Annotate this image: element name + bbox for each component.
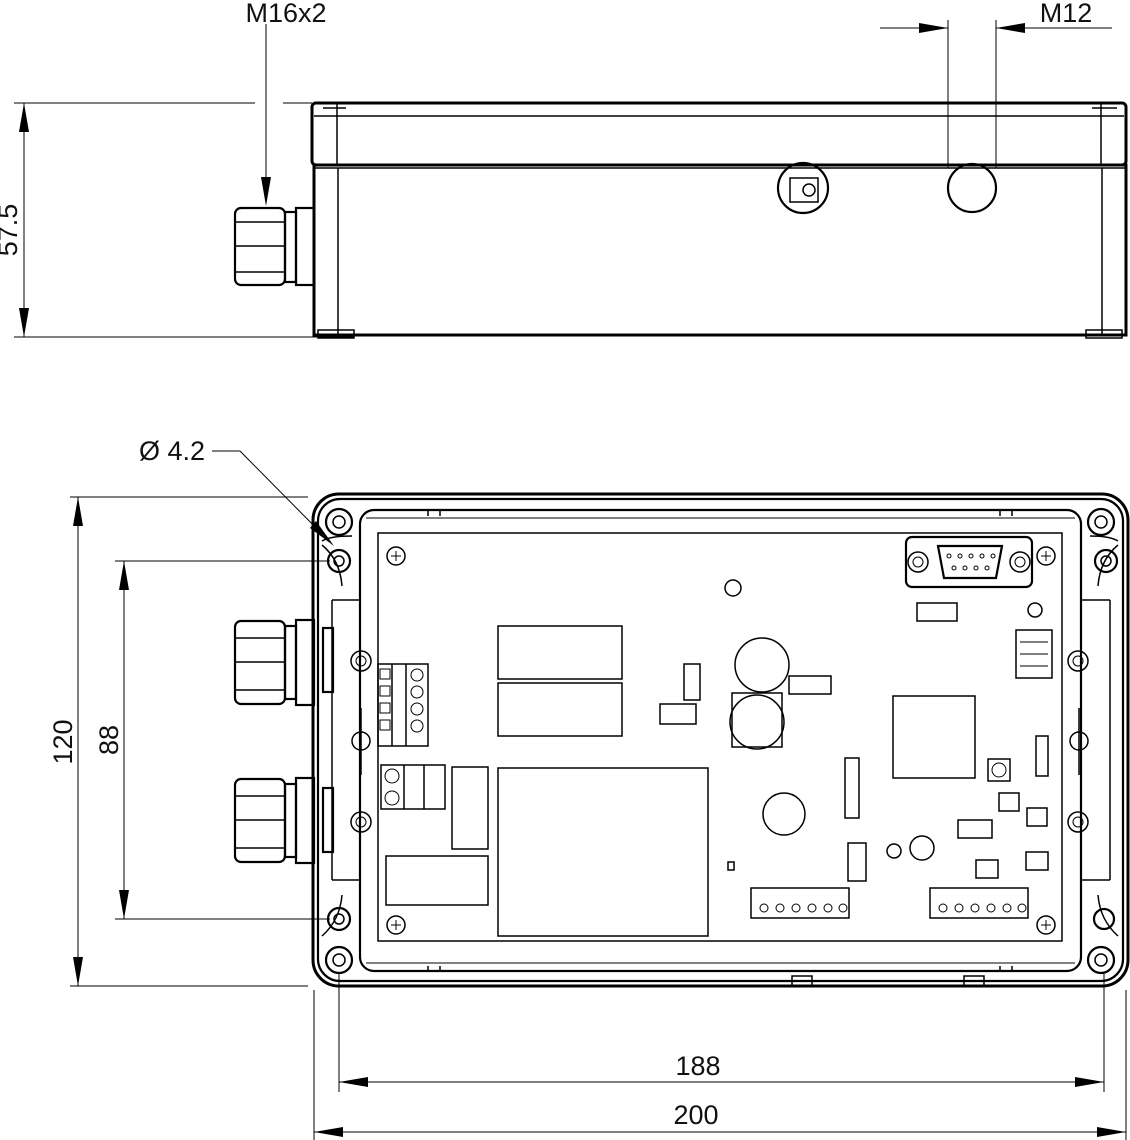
terminal-blocks <box>377 663 1029 919</box>
m12-connector <box>946 162 998 214</box>
housing-outer <box>311 492 1130 988</box>
housing-inner <box>358 508 1083 973</box>
side-view <box>14 20 1128 339</box>
side-view-lid <box>310 101 1128 167</box>
label-m16x2: M16x2 <box>245 0 326 28</box>
label-m12: M12 <box>1040 0 1093 28</box>
dimension-lines <box>70 450 1127 1140</box>
sub-d-connector <box>904 535 1034 589</box>
label-hole-spacing-horizontal: 188 <box>675 1051 720 1081</box>
pcb-components <box>385 579 1053 937</box>
side-cable-gland <box>233 206 316 287</box>
corner-screws <box>324 507 1116 975</box>
label-hole-diameter: Ø 4.2 <box>139 436 205 466</box>
pcb <box>377 532 1063 942</box>
label-outer-width: 200 <box>673 1100 718 1130</box>
label-height: 57.5 <box>0 204 23 257</box>
label-hole-spacing-vertical: 88 <box>94 725 124 755</box>
cable-glands <box>233 618 335 865</box>
label-outer-height: 120 <box>48 719 78 764</box>
pcb-screws <box>386 546 1056 935</box>
top-view <box>70 450 1130 1140</box>
vent-element <box>776 161 830 215</box>
side-view-body <box>312 163 1128 337</box>
wall-bosses <box>350 650 1089 833</box>
